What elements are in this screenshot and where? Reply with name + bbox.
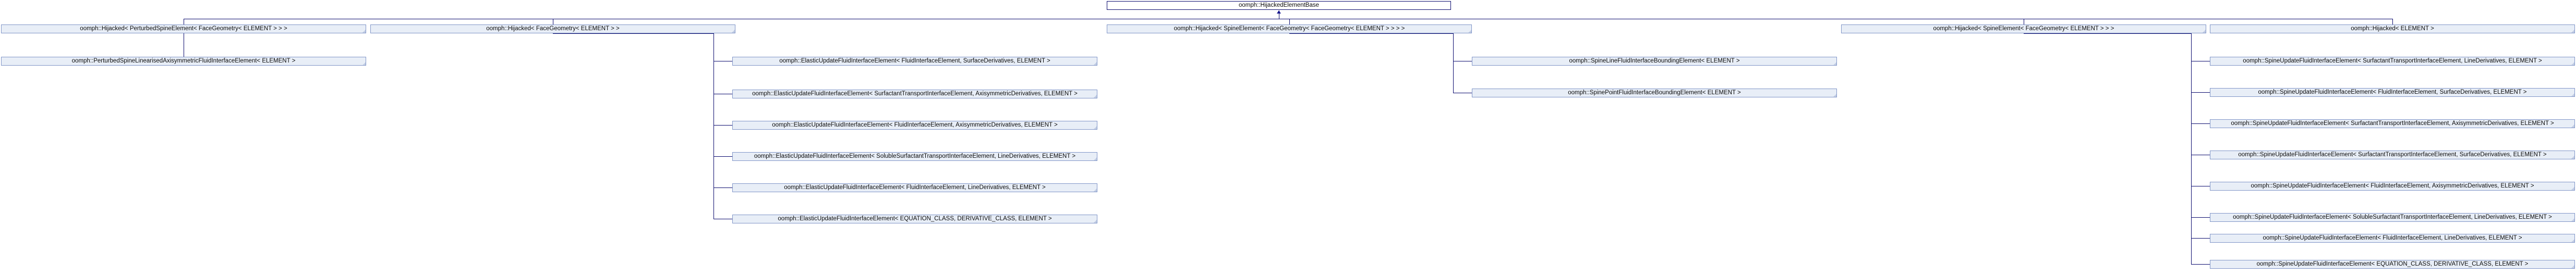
edge-spine-to-child-3: [713, 125, 732, 126]
edge-level1-2-stub: [1289, 33, 1453, 34]
node-corner-fold-icon: [1833, 62, 1836, 65]
node-corner-fold-icon: [2571, 187, 2574, 190]
node-corner-fold-icon: [2571, 239, 2574, 242]
edge-spine-level1-2: [1453, 33, 1454, 93]
edge-spine-to-child-11: [2191, 123, 2210, 124]
node-corner-fold-icon: [1094, 95, 1097, 98]
node-corner-fold-icon: [2571, 265, 2574, 268]
class-node-level1-1[interactable]: oomph::Hijacked< FaceGeometry< ELEMENT >…: [370, 24, 735, 33]
class-node-level2-6[interactable]: oomph::ElasticUpdateFluidInterfaceElemen…: [732, 215, 1097, 223]
edge-spine-to-child-14: [2191, 217, 2210, 218]
class-node-level1-4[interactable]: oomph::Hijacked< ELEMENT >: [2210, 24, 2575, 33]
node-corner-fold-icon: [1468, 30, 1471, 33]
edge-bus-to-level1-4: [2392, 19, 2393, 24]
node-corner-fold-icon: [1094, 189, 1097, 192]
edge-spine-level1-1: [713, 33, 714, 219]
class-node-level2-15[interactable]: oomph::SpineUpdateFluidInterfaceElement<…: [2210, 234, 2575, 243]
class-node-level2-1[interactable]: oomph::ElasticUpdateFluidInterfaceElemen…: [732, 57, 1097, 66]
class-node-level2-5[interactable]: oomph::ElasticUpdateFluidInterfaceElemen…: [732, 183, 1097, 192]
class-node-level2-14[interactable]: oomph::SpineUpdateFluidInterfaceElement<…: [2210, 213, 2575, 222]
node-corner-fold-icon: [2571, 93, 2574, 96]
edge-spine-to-child-10: [2191, 92, 2210, 93]
class-node-root[interactable]: oomph::HijackedElementBase: [1107, 1, 1451, 10]
edge-level1-1-stub: [553, 33, 713, 34]
node-corner-fold-icon: [1094, 62, 1097, 65]
edge-spine-to-child-16: [2191, 264, 2210, 265]
node-corner-fold-icon: [362, 30, 366, 33]
node-corner-fold-icon: [362, 62, 366, 65]
node-corner-fold-icon: [1094, 220, 1097, 223]
class-node-level1-2[interactable]: oomph::Hijacked< SpineElement< FaceGeome…: [1107, 24, 1472, 33]
class-node-level2-11[interactable]: oomph::SpineUpdateFluidInterfaceElement<…: [2210, 119, 2575, 128]
class-node-level2-4[interactable]: oomph::ElasticUpdateFluidInterfaceElemen…: [732, 152, 1097, 161]
edge-bus-to-level1-2: [1289, 19, 1290, 24]
edge-level1-2-drop: [1289, 33, 1290, 34]
node-corner-fold-icon: [2571, 156, 2574, 159]
node-corner-fold-icon: [2571, 124, 2574, 128]
node-corner-fold-icon: [2203, 30, 2206, 33]
node-corner-fold-icon: [732, 30, 735, 33]
edge-spine-to-child-4: [713, 156, 732, 157]
class-node-level1-3[interactable]: oomph::Hijacked< SpineElement< FaceGeome…: [1841, 24, 2206, 33]
class-node-level2-10[interactable]: oomph::SpineUpdateFluidInterfaceElement<…: [2210, 88, 2575, 97]
node-corner-fold-icon: [1833, 94, 1836, 97]
node-corner-fold-icon: [1094, 126, 1097, 129]
class-node-level2-3[interactable]: oomph::ElasticUpdateFluidInterfaceElemen…: [732, 121, 1097, 130]
class-node-level2-8[interactable]: oomph::SpinePointFluidInterfaceBoundingE…: [1472, 89, 1837, 97]
class-node-level2-9[interactable]: oomph::SpineUpdateFluidInterfaceElement<…: [2210, 57, 2575, 66]
edge-spine-to-child-15: [2191, 238, 2210, 239]
class-node-level2-2[interactable]: oomph::ElasticUpdateFluidInterfaceElemen…: [732, 90, 1097, 98]
edge-spine-level1-3: [2191, 33, 2192, 264]
class-node-level1-0[interactable]: oomph::Hijacked< PerturbedSpineElement< …: [1, 24, 366, 33]
class-node-level2-16[interactable]: oomph::SpineUpdateFluidInterfaceElement<…: [2210, 260, 2575, 269]
class-node-level2-0[interactable]: oomph::PerturbedSpineLinearisedAxisymmet…: [1, 57, 366, 66]
node-corner-fold-icon: [2571, 62, 2574, 65]
edge-level1-3-stub: [2024, 33, 2191, 34]
class-node-level2-13[interactable]: oomph::SpineUpdateFluidInterfaceElement<…: [2210, 182, 2575, 191]
class-node-level2-12[interactable]: oomph::SpineUpdateFluidInterfaceElement<…: [2210, 151, 2575, 159]
class-node-level2-7[interactable]: oomph::SpineLineFluidInterfaceBoundingEl…: [1472, 57, 1837, 66]
node-corner-fold-icon: [1094, 157, 1097, 160]
node-corner-fold-icon: [2571, 218, 2574, 221]
node-corner-fold-icon: [2571, 30, 2574, 33]
inheritance-arrow-root: [1277, 10, 1281, 14]
